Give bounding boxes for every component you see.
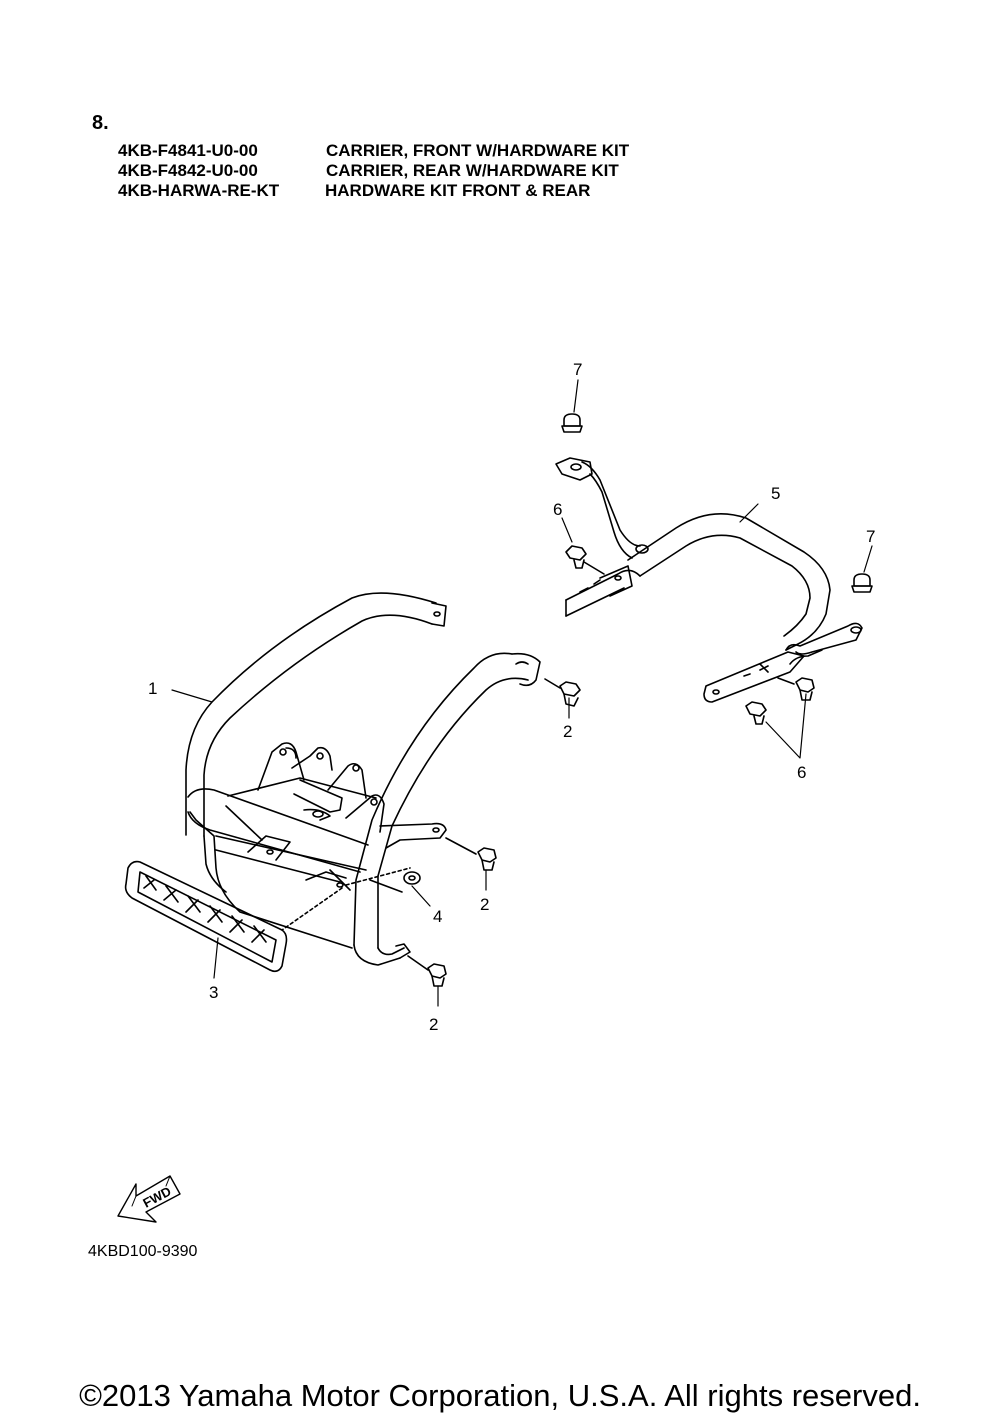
part-number: 4KB-F4842-U0-00 [118,161,258,180]
callout-4: 4 [433,907,442,926]
cap-7a [561,413,583,433]
part-number: 4KB-F4841-U0-00 [118,141,258,160]
callout-5: 5 [771,484,780,503]
bolt-6a [565,545,605,575]
bolt-2b [445,837,497,871]
front-grille [124,860,288,973]
section-number: 8. [92,112,109,134]
part-description: CARRIER, FRONT W/HARDWARE KIT [326,141,630,160]
copyright-notice: ©2013 Yamaha Motor Corporation, U.S.A. A… [79,1378,921,1413]
drawing-code: 4KBD100-9390 [88,1243,198,1260]
callout-7: 7 [573,360,582,379]
rear-carrier [555,457,863,703]
front-carrier [185,592,541,966]
bolt-6c [745,701,767,725]
callout-2: 2 [429,1015,438,1034]
part-description: HARDWARE KIT FRONT & REAR [325,181,591,200]
bolt-6b [777,677,815,701]
callout-6: 6 [553,500,562,519]
part-description: CARRIER, REAR W/HARDWARE KIT [326,161,619,180]
callout-7: 7 [866,527,875,546]
callout-6: 6 [797,763,806,782]
washer [403,871,421,885]
callout-1: 1 [148,679,157,698]
part-number: 4KB-HARWA-RE-KT [118,181,280,200]
bolt-2a [544,678,581,707]
fwd-arrow-icon: FWD [117,1175,181,1223]
callout-2: 2 [563,722,572,741]
leader-lines [171,379,873,1007]
bolt-2c [407,955,447,987]
cap-7b [851,573,873,593]
callout-3: 3 [209,983,218,1002]
callout-2: 2 [480,895,489,914]
